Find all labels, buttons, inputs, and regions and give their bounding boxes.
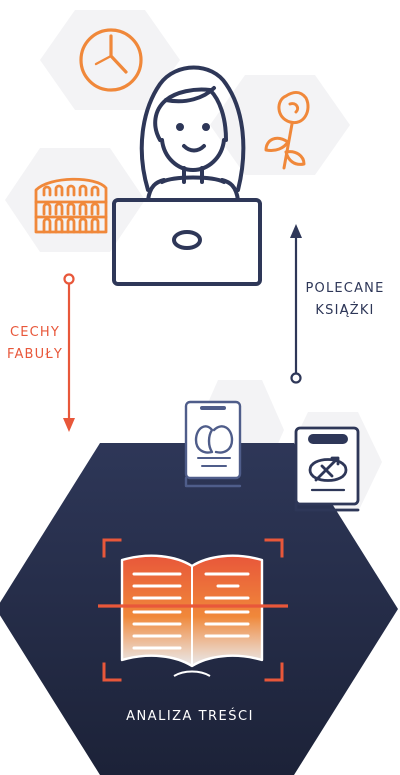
reader-with-laptop-icon [112, 65, 262, 286]
content-analysis-label: ANALIZA TREŚCI [80, 706, 300, 728]
book-sagittarius-icon [294, 426, 360, 512]
plot-features-arrow [63, 273, 75, 432]
recommended-books-arrow [290, 224, 302, 384]
colosseum-icon [34, 177, 108, 234]
content-analysis-text: ANALIZA TREŚCI [126, 709, 254, 724]
rose-icon [264, 91, 310, 170]
book-romance-icon [184, 400, 242, 488]
plot-features-line-1: CECHY [9, 325, 61, 340]
recommended-books-label: POLECANE KSIĄŻKI [305, 278, 385, 322]
plot-features-line-2: FABUŁY [6, 347, 64, 362]
open-book-scan-icon [98, 538, 288, 682]
clock-icon [79, 28, 143, 92]
recommended-books-line-1: POLECANE [305, 281, 385, 296]
recommended-books-line-2: KSIĄŻKI [315, 303, 375, 318]
plot-features-label: CECHY FABUŁY [0, 322, 70, 366]
